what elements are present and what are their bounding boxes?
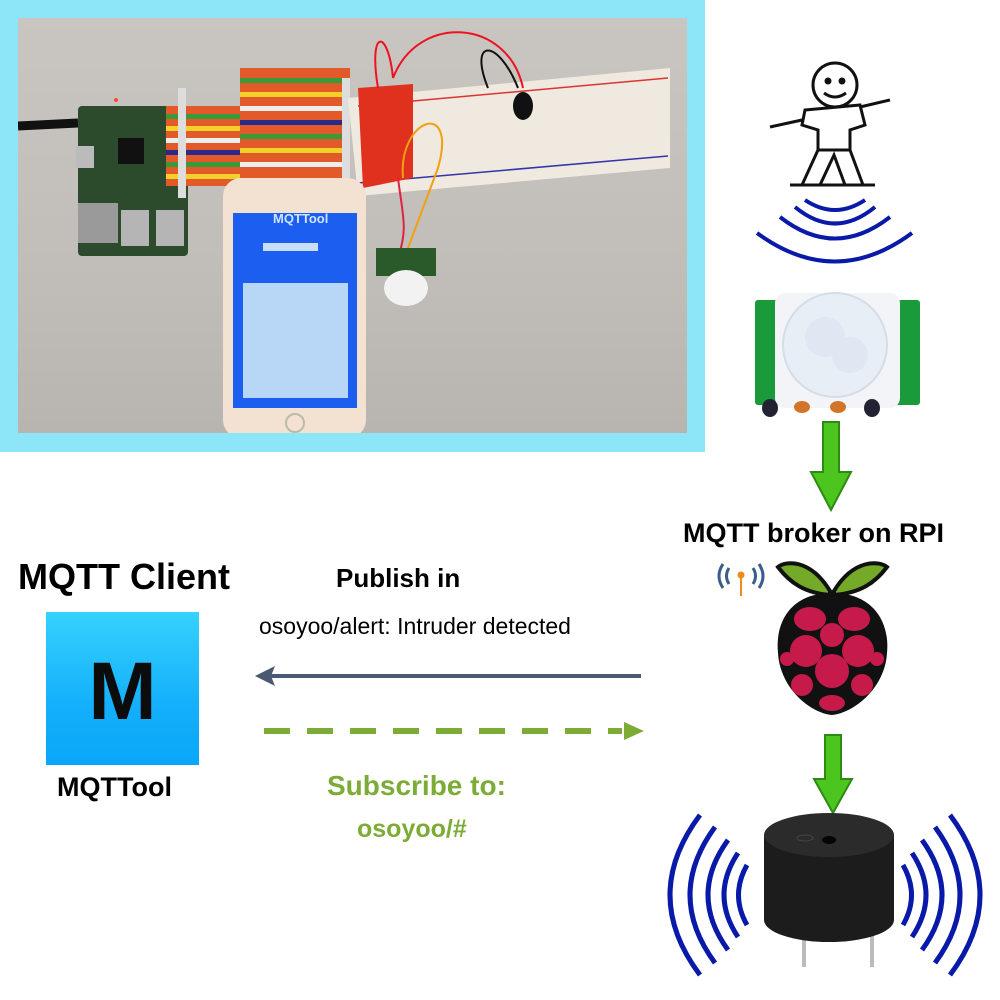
pir-sensor-icon [755,292,920,417]
breadboard [348,68,670,196]
power-cable [18,118,79,131]
down-arrow-icon [812,734,854,815]
phone-app-title: MQTTool [273,211,329,226]
buzzer-icon [764,813,894,967]
motion-waves-icon [755,198,914,264]
photo-phone [223,178,366,433]
subscribe-title: Subscribe to: [327,770,506,801]
broker-title: MQTT broker on RPI [683,518,945,548]
client-title: MQTT Client [18,556,230,597]
buzzer-graphic [667,813,983,977]
subscribe-arrow [264,722,644,740]
sound-waves-icon [900,813,983,977]
publish-title: Publish in [336,563,461,593]
photo-buzzer [513,92,533,120]
wireless-antenna-icon [717,563,765,596]
ribbon-cable [166,68,350,198]
down-arrow-icon [809,421,853,512]
app-icon-letter: M [88,645,157,737]
sensor-chain-graphic [755,61,920,417]
sound-waves-icon [667,813,750,977]
raspberry-pi-logo-icon [775,561,890,715]
subscribe-topic: osoyoo/# [357,815,467,843]
publish-arrow [255,666,641,686]
setup-photo-frame: MQTTool [0,0,705,452]
person-icon [769,61,891,187]
right-arrowhead-icon [624,722,644,740]
photo-pir-sensor [376,248,436,306]
hardware-setup-illustration [18,31,670,433]
raspberry-pi-board [76,98,188,256]
publish-topic-message: osoyoo/alert: Intruder detected [259,613,571,639]
app-name: MQTTool [57,772,172,802]
mqttool-app-icon: M [46,612,199,765]
left-arrowhead-icon [255,666,275,686]
setup-photo: MQTTool [18,18,687,433]
